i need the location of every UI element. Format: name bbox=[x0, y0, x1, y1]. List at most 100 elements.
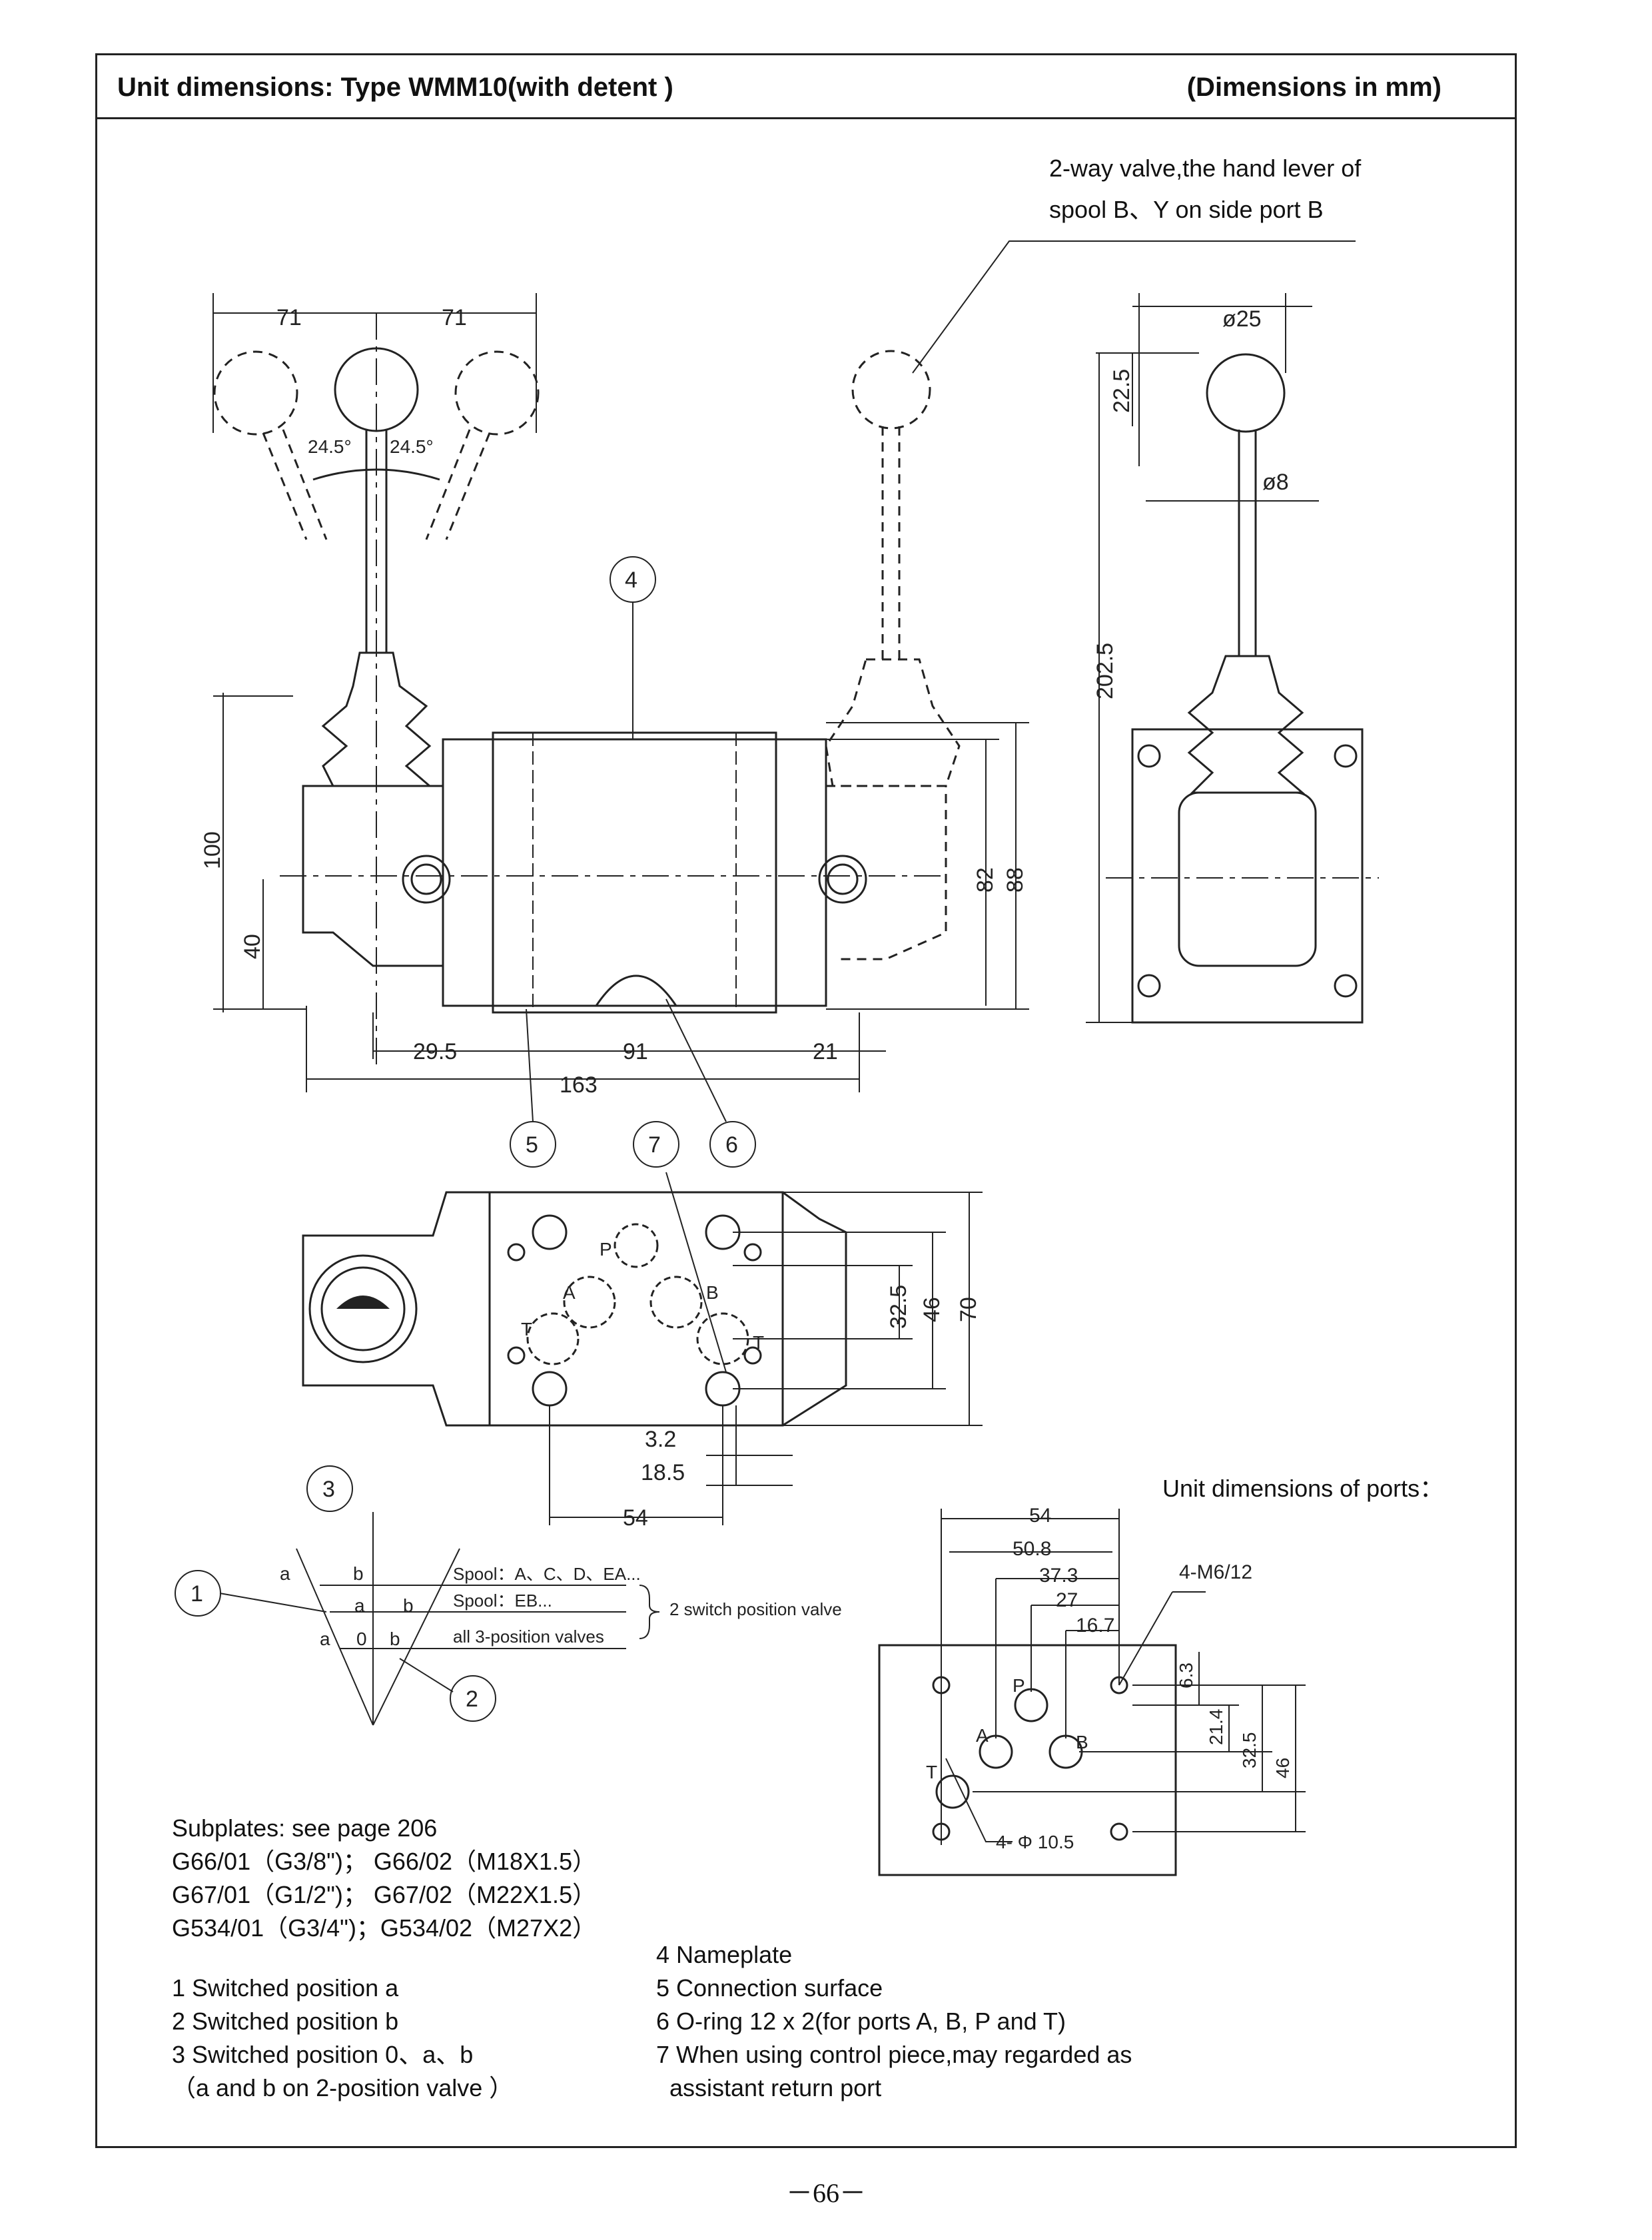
side-housing bbox=[1131, 728, 1364, 1024]
side-port-lever-dashed bbox=[825, 350, 961, 960]
port-pattern-outline bbox=[878, 1644, 1177, 1876]
dim-88: 88 bbox=[1003, 867, 1028, 893]
legend-item-6: 6 O-ring 12 x 2(for ports A, B, P and T) bbox=[656, 2008, 1066, 2035]
legend-item-7-cont: assistant return port bbox=[669, 2074, 882, 2101]
dim-21: 21 bbox=[813, 1039, 838, 1064]
ports-dim-54: 54 bbox=[1029, 1505, 1051, 1527]
row1-spool-label: Spool：A、C、D、EA... bbox=[453, 1564, 641, 1584]
side-view bbox=[1086, 293, 1379, 1024]
ports-dim-16-7: 16.7 bbox=[1076, 1615, 1114, 1637]
ports-t-label: T bbox=[926, 1762, 937, 1782]
switch-position-diagram bbox=[175, 1465, 660, 1726]
hand-lever-center bbox=[334, 313, 419, 1066]
o-ring-section bbox=[595, 974, 677, 1006]
row2-letter-a: a bbox=[354, 1595, 365, 1616]
balloon-3: 3 bbox=[322, 1477, 335, 1502]
top-view bbox=[302, 1172, 983, 1525]
subplate-row-1: G66/01（G3/8")； G66/02（M18X1.5） bbox=[172, 1848, 597, 1875]
dim-82: 82 bbox=[973, 867, 998, 893]
port-t-right-label: T bbox=[753, 1332, 764, 1353]
side-dimensions bbox=[1086, 293, 1319, 1023]
hand-lever-right-dashed bbox=[425, 350, 540, 540]
ports-b-label: B bbox=[1076, 1732, 1088, 1752]
legend-item-5: 5 Connection surface bbox=[656, 1974, 883, 2002]
ports-p-label: P bbox=[1013, 1675, 1025, 1696]
ports-a-label: A bbox=[976, 1725, 989, 1746]
balloon-1: 1 bbox=[191, 1581, 203, 1607]
legend-item-1: 1 Switched position a bbox=[172, 1974, 399, 2002]
port-pattern-holes bbox=[932, 1676, 1128, 1841]
dim-angle-right: 24.5° bbox=[390, 436, 434, 457]
balloon-2: 2 bbox=[466, 1686, 478, 1712]
port-b-label: B bbox=[706, 1282, 719, 1303]
legend-item-3-note: （a and b on 2-position valve ） bbox=[172, 2074, 514, 2101]
row3-letter-a: a bbox=[320, 1629, 330, 1649]
top-dimensions bbox=[549, 1192, 983, 1525]
drawing-title: Unit dimensions: Type WMM10(with detent … bbox=[117, 73, 673, 102]
dim-91: 91 bbox=[623, 1039, 648, 1064]
hand-lever-left-dashed bbox=[213, 350, 328, 540]
ports-dim-46: 46 bbox=[1272, 1758, 1293, 1778]
dim-71-left: 71 bbox=[276, 305, 302, 330]
valve-block bbox=[492, 731, 777, 1014]
legend-item-3: 3 Switched position 0、a、b bbox=[172, 2041, 474, 2068]
port-a-label: A bbox=[563, 1282, 576, 1303]
units-note: (Dimensions in mm) bbox=[1186, 73, 1442, 102]
ports-title: Unit dimensions of ports： bbox=[1162, 1475, 1444, 1502]
row3-letter-b: b bbox=[390, 1629, 400, 1649]
ports-holes-label: 4- Φ 10.5 bbox=[996, 1832, 1074, 1852]
port-t-left-label: T bbox=[521, 1319, 532, 1339]
legend-item-7: 7 When using control piece,may regarded … bbox=[656, 2041, 1132, 2068]
subplates-heading: Subplates: see page 206 bbox=[172, 1814, 438, 1842]
ports-dim-32-5: 32.5 bbox=[1239, 1732, 1260, 1769]
side-bolts bbox=[1137, 744, 1358, 998]
dim-32-5: 32.5 bbox=[886, 1285, 911, 1329]
dim-ball-dia: ø25 bbox=[1222, 306, 1262, 332]
callout-line-1: 2-way valve,the hand lever of bbox=[1049, 155, 1362, 182]
angle-arc bbox=[312, 468, 440, 481]
dim-stem-dia: ø8 bbox=[1262, 470, 1289, 495]
balloon-6: 6 bbox=[725, 1132, 738, 1158]
dim-46: 46 bbox=[919, 1297, 945, 1322]
dim-40: 40 bbox=[240, 934, 265, 959]
page-frame: Unit dimensions: Type WMM10(with detent … bbox=[95, 53, 1517, 2148]
ports-dim-21-4: 21.4 bbox=[1206, 1709, 1226, 1746]
row2-spool-label: Spool：EB... bbox=[453, 1591, 552, 1611]
dim-18-5: 18.5 bbox=[641, 1460, 685, 1485]
dim-202-5: 202.5 bbox=[1092, 643, 1118, 699]
legend-item-2: 2 Switched position b bbox=[172, 2008, 399, 2035]
dim-29-5: 29.5 bbox=[413, 1039, 457, 1064]
page-number: －66－ bbox=[786, 2178, 866, 2208]
brace-label: 2 switch position valve bbox=[669, 1599, 842, 1619]
row3-letter-0: 0 bbox=[356, 1629, 367, 1649]
port-holes bbox=[507, 1214, 762, 1407]
dim-70: 70 bbox=[956, 1297, 981, 1322]
legend-item-4: 4 Nameplate bbox=[656, 1941, 793, 1968]
row1-letter-b: b bbox=[353, 1563, 364, 1584]
subplate-row-3: G534/01（G3/4")；G534/02（M27X2） bbox=[172, 1914, 597, 1942]
ports-view bbox=[878, 1509, 1306, 1876]
ports-dim-6-3: 6.3 bbox=[1176, 1663, 1196, 1688]
ports-dim-27: 27 bbox=[1056, 1589, 1078, 1611]
balloon-7: 7 bbox=[648, 1132, 661, 1158]
valve-body bbox=[442, 738, 827, 1007]
front-dimensions bbox=[212, 293, 1029, 1092]
dim-54: 54 bbox=[623, 1505, 648, 1531]
port-p-label: P bbox=[600, 1239, 612, 1260]
lever-knob bbox=[1206, 353, 1286, 433]
dim-100: 100 bbox=[200, 831, 225, 869]
dim-angle-left: 24.5° bbox=[308, 436, 352, 457]
row2-letter-b: b bbox=[403, 1595, 414, 1616]
balloon-5: 5 bbox=[526, 1132, 538, 1158]
ports-dim-50-8: 50.8 bbox=[1013, 1538, 1051, 1560]
ports-dimensions bbox=[941, 1509, 1306, 1845]
lever-housing-top bbox=[302, 1191, 491, 1427]
front-view bbox=[212, 240, 1356, 1168]
callout-leader bbox=[912, 240, 1356, 374]
dim-22-5: 22.5 bbox=[1109, 369, 1134, 413]
row1-letter-a: a bbox=[280, 1563, 290, 1584]
dim-3-2: 3.2 bbox=[645, 1427, 676, 1452]
subplate-row-2: G67/01（G1/2")； G67/02（M22X1.5） bbox=[172, 1881, 597, 1908]
row3-spool-label: all 3-position valves bbox=[453, 1627, 604, 1647]
